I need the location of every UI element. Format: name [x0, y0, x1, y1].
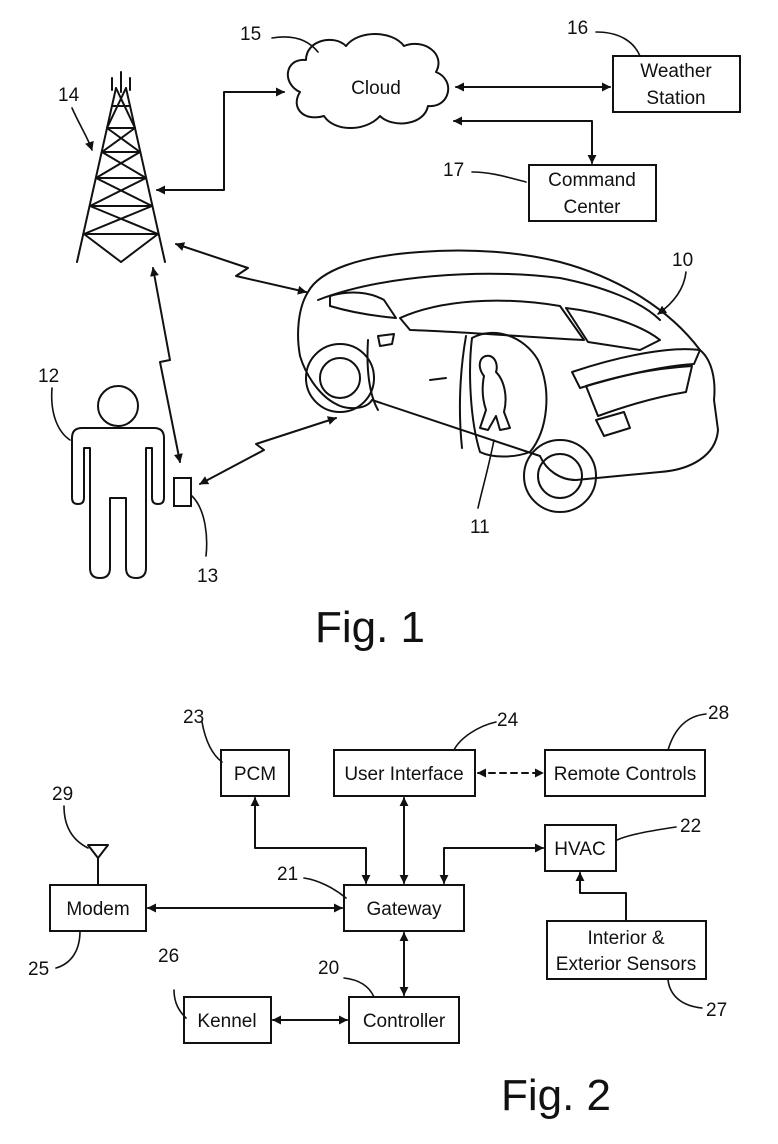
kennel-label: Kennel: [197, 1011, 256, 1032]
modem-label: Modem: [66, 899, 129, 920]
leader-21: [303, 877, 347, 899]
leader-12: [50, 387, 71, 441]
leader-24: [453, 721, 497, 751]
sensors-line2: Exterior Sensors: [556, 954, 696, 975]
ref-12-label: 12: [38, 366, 59, 387]
leader-16: [595, 31, 641, 57]
ref-13-label: 13: [197, 566, 218, 587]
leader-15: [271, 36, 319, 53]
gateway-block: [343, 884, 465, 932]
cell-tower-icon: [76, 71, 166, 263]
sensors-hvac-link: [575, 872, 627, 922]
ref-20-label: 20: [318, 958, 339, 979]
fig2-block-diagram: PCM User Interface Remote Controls HVAC …: [28, 703, 729, 1120]
leader-14: [71, 107, 94, 151]
tower-cloud-arrow: [156, 87, 285, 195]
ref-15-label: 15: [240, 24, 261, 45]
controller-label: Controller: [363, 1011, 446, 1032]
remote-controls-label: Remote Controls: [554, 764, 697, 785]
ref-11-label: 11: [470, 517, 490, 538]
pcm-gateway-link: [250, 797, 371, 884]
sensors-line1: Interior &: [587, 928, 664, 949]
weather-station-line1: Weather: [640, 61, 712, 82]
gateway-label: Gateway: [367, 899, 442, 920]
ref-28-label: 28: [708, 703, 729, 724]
leader-22: [616, 826, 677, 841]
ref-10-label: 10: [672, 250, 693, 271]
leader-10: [657, 271, 687, 315]
user-person-icon: [71, 385, 165, 579]
leader-25: [55, 930, 81, 969]
command-center-line1: Command: [548, 170, 636, 191]
ref-26-label: 26: [158, 946, 179, 967]
leader-20: [343, 977, 375, 998]
vehicle-car-icon: [297, 249, 719, 513]
leader-28: [667, 713, 707, 751]
mobile-device-icon: [173, 477, 192, 507]
ref-22-label: 22: [680, 816, 701, 837]
ref-21-label: 21: [277, 864, 298, 885]
modem-block: [49, 884, 147, 932]
fig2-title: Fig. 2: [501, 1071, 611, 1120]
hvac-block: [544, 824, 617, 872]
fig1-diagram: 14 Cloud 15 Weather Station 16 Command C…: [38, 18, 741, 652]
leader-23: [201, 721, 223, 763]
pcm-label: PCM: [234, 764, 276, 785]
controller-block: [348, 996, 460, 1044]
ref-14-label: 14: [58, 85, 80, 106]
hvac-label: HVAC: [554, 839, 605, 860]
fig1-title: Fig. 1: [315, 603, 425, 652]
leader-29: [63, 805, 89, 849]
remote-controls-block: [544, 749, 706, 797]
weather-station-line2: Station: [646, 88, 705, 109]
antenna-icon: [87, 844, 109, 886]
tower-vehicle-wireless-link: [175, 242, 307, 295]
ref-25-label: 25: [28, 959, 49, 980]
gateway-hvac-link: [439, 843, 544, 884]
command-center-box: [528, 164, 657, 222]
cloud-command-arrow: [453, 116, 597, 164]
cloud-shape: [286, 33, 450, 129]
phone-vehicle-wireless-link: [199, 416, 337, 485]
sensors-block: [546, 920, 707, 980]
ref-16-label: 16: [567, 18, 588, 39]
leader-11: [477, 439, 495, 509]
ref-23-label: 23: [183, 707, 204, 728]
pet-dog-icon: [478, 354, 511, 431]
leader-13: [191, 495, 208, 557]
user-interface-block: [333, 749, 476, 797]
kennel-block: [183, 996, 272, 1044]
pcm-block: [220, 749, 290, 797]
user-interface-label: User Interface: [344, 764, 463, 785]
ref-29-label: 29: [52, 784, 73, 805]
ref-24-label: 24: [497, 710, 519, 731]
ref-27-label: 27: [706, 1000, 727, 1021]
leader-27: [667, 979, 703, 1009]
tower-phone-wireless-link: [150, 267, 183, 463]
ref-17-label: 17: [443, 160, 464, 181]
command-center-line2: Center: [563, 197, 621, 218]
leader-17: [471, 171, 527, 183]
weather-station-box: [612, 55, 741, 113]
leader-26: [173, 989, 187, 1019]
cloud-label: Cloud: [351, 78, 401, 99]
